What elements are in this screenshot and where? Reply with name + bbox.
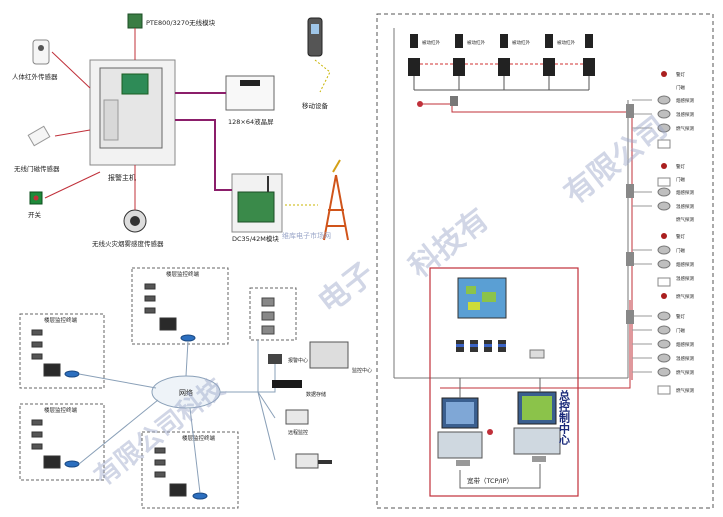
right-item-label-1: 警灯 [676, 71, 685, 78]
watermark-site: 维库电子市场网 [282, 231, 331, 240]
workstation-left [437, 397, 483, 466]
right-item-label-15: 燃气探测 [676, 293, 694, 300]
right-item-label-9: 温感探测 [676, 203, 694, 210]
door-sensor-label: 无线门磁传感器 [14, 164, 60, 173]
gprs-label: DC35/42M模块 [232, 234, 279, 243]
workstation-right [513, 391, 561, 462]
right-item-label-5: 燃气探测 [676, 125, 694, 132]
right-item-label-6: 警灯 [676, 163, 685, 170]
right-item-label-8: 烟感探测 [676, 189, 694, 196]
right-column-items [626, 71, 671, 395]
control-center-box [429, 267, 579, 497]
control-center-title: 总控制中心 [558, 389, 571, 446]
lcd-label: 128×64液晶屏 [228, 117, 274, 126]
left-bottom-section: 网络 楼层监控终端 楼层监控终端 楼层监控终端 楼层监控终端 [19, 267, 372, 509]
alarm-light-icon [417, 101, 423, 107]
sub-terminal-label-1: 楼层监控终端 [166, 270, 200, 278]
right-item-label-2: 门磁 [676, 84, 685, 91]
switch-label: 开关 [28, 210, 42, 219]
right-item-label-19: 温感探测 [676, 355, 694, 362]
right-item-label-12: 门磁 [676, 247, 685, 254]
top-detector-label-3: 被动红外 [512, 39, 530, 46]
ir-sensor-label: 人体红外传感器 [12, 72, 58, 81]
watermark: 有限公司 科技有 电子 有限公司科技 维库电子市场网 [89, 110, 674, 492]
top-detector-label-1: 被动红外 [422, 39, 440, 46]
right-item-label-13: 烟感探测 [676, 261, 694, 268]
phone-label: 移动设备 [302, 101, 329, 110]
right-item-label-17: 门磁 [676, 327, 685, 334]
watermark-company-2: 科技有 [403, 202, 495, 285]
right-item-label-11: 警灯 [676, 233, 685, 240]
right-item-label-14: 温感探测 [676, 275, 694, 282]
gsm-module-icon [127, 13, 143, 29]
top-detector-label-4: 被动红外 [557, 39, 575, 46]
server-label-2: 监控中心 [352, 367, 372, 374]
server-rack-box [249, 287, 297, 341]
ir-sensor-icon [32, 39, 50, 65]
gprs-board [237, 191, 275, 223]
sub-terminal-label-4: 楼层监控终端 [182, 434, 216, 442]
server-label-3: 数据存储 [306, 391, 326, 398]
network-cloud-label: 网络 [179, 388, 193, 397]
top-detectors [408, 34, 595, 76]
right-section: 被动红外 被动红外 被动红外 被动红外 [376, 13, 714, 509]
right-item-label-16: 警灯 [676, 313, 685, 320]
server-label-4: 远程监控 [288, 429, 308, 436]
server-label-1: 报警中心 [288, 357, 308, 364]
right-item-label-10: 燃气探测 [676, 216, 694, 223]
right-item-label-7: 门磁 [676, 176, 685, 183]
watermark-company-3: 电子 [312, 256, 381, 321]
door-sensor-icon [27, 125, 51, 147]
sub-terminal-box-4 [141, 431, 239, 509]
host-label: 报警主机 [108, 173, 136, 182]
sub-terminal-box-1 [131, 267, 229, 345]
floor-controllers [626, 104, 634, 324]
phone-icon [307, 17, 323, 57]
right-item-label-3: 烟感探测 [676, 97, 694, 104]
right-item-label-4: 温感探测 [676, 111, 694, 118]
right-item-label-20: 燃气探测 [676, 369, 694, 376]
gsm-module-label: PTE800/3270无线模块 [146, 18, 216, 27]
server-icons [268, 341, 349, 469]
host-board [121, 73, 149, 95]
network-label: 宽带（TCP/IP） [467, 476, 513, 485]
top-detector-label-2: 被动红外 [467, 39, 485, 46]
right-item-label-18: 烟感探测 [676, 341, 694, 348]
right-frame [376, 13, 714, 509]
sub-terminal-box-2 [19, 313, 105, 389]
smoke-sensor-label: 无线火灾烟雾感度传感器 [92, 239, 164, 248]
left-top-section: 报警主机 PTE800/3270无线模块 人体红外传感器 无线门磁传感器 开关 … [12, 13, 349, 248]
watermark-company: 有限公司 [558, 110, 674, 211]
sub-terminal-label-3: 楼层监控终端 [44, 406, 78, 414]
tower-icon [323, 159, 349, 241]
right-item-label-21: 燃气探测 [676, 387, 694, 394]
sub-terminal-label-2: 楼层监控终端 [44, 316, 78, 324]
sub-terminal-box-3 [19, 403, 105, 481]
